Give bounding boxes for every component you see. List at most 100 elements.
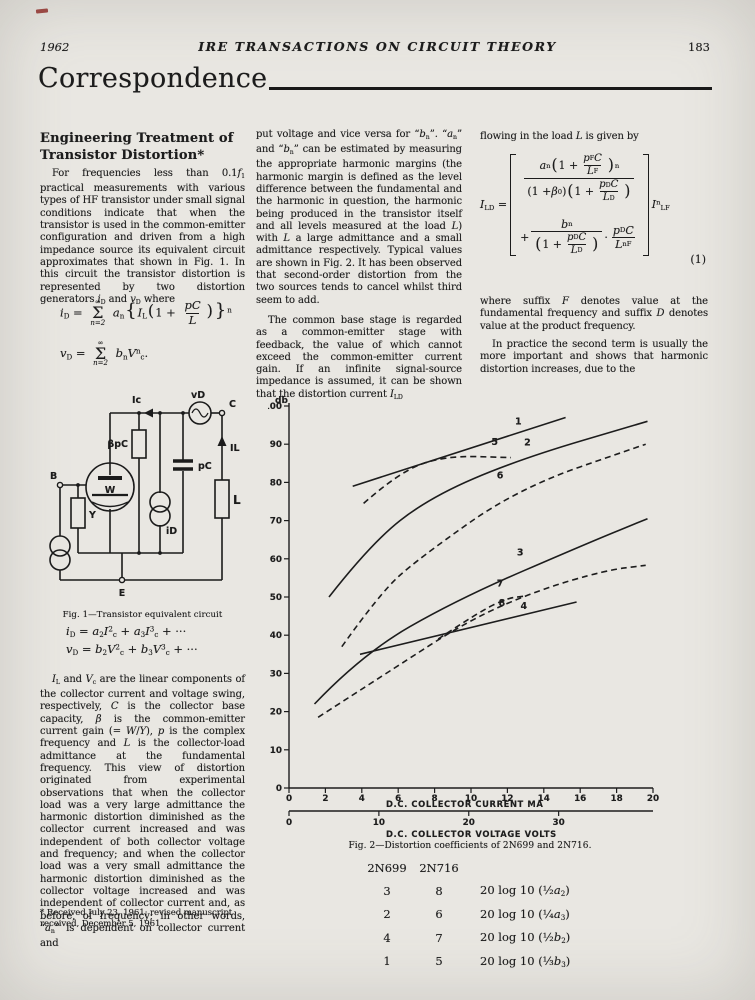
label-w: W xyxy=(105,485,116,496)
label-collector-current: Ic xyxy=(132,395,141,406)
col2-paragraph-2: The common base stage is regarded as a c… xyxy=(256,315,462,401)
ic-arrow-icon xyxy=(144,408,153,418)
col3-paragraph-1: where suffix F denotes value at the fund… xyxy=(480,296,708,332)
chart-curve-3 xyxy=(313,517,648,705)
circuit-nodes xyxy=(76,408,227,555)
fig1-caption: Fig. 1—Transistor equivalent circuit xyxy=(62,610,223,620)
table-header-row: 2N699 2N716 xyxy=(362,857,642,879)
y-tick-label: 100 xyxy=(268,402,282,412)
label-collector-terminal: C xyxy=(229,399,236,410)
x-tick-label: 18 xyxy=(610,794,622,804)
table-header-2n716: 2N716 xyxy=(419,861,459,875)
chart-curve-8 xyxy=(317,564,646,718)
circuit-wires xyxy=(49,401,230,581)
distortion-coefficients-table: 2N699 2N716 3 8 20 log 10 (½a2) 2 6 20 l… xyxy=(362,857,642,973)
col1-paragraph-2: IL and Vc are the linear components of t… xyxy=(40,674,245,949)
header-year: 1962 xyxy=(40,40,70,54)
chart-curve-7 xyxy=(437,595,524,640)
y-tick-label: 40 xyxy=(270,631,282,641)
table-formula: 20 log 10 (½a2) xyxy=(480,883,570,899)
curve-label-1: 1 xyxy=(515,416,522,427)
section-title: Correspondence xyxy=(38,63,268,94)
col3-intro-line: flowing in the load L is given by xyxy=(480,131,639,142)
table-cell: 2 xyxy=(383,907,391,922)
x-tick-label: 4 xyxy=(359,794,365,804)
y-tick-label: 60 xyxy=(270,555,282,565)
chart-curve-4 xyxy=(359,601,577,656)
label-id-source: iD xyxy=(166,526,177,537)
x-tick-label: 14 xyxy=(538,794,550,804)
col2-paragraph-1: put voltage and vice versa for “bn”. “an… xyxy=(256,129,462,306)
chart-curve-1 xyxy=(352,416,566,487)
table-row: 3 8 20 log 10 (½a2) xyxy=(362,879,642,903)
y-tick-label: 70 xyxy=(270,517,282,527)
col3-paragraph-2: In practice the second term is usually t… xyxy=(480,339,708,375)
x-tick-label: 10 xyxy=(465,794,477,804)
scan-artifact-mark xyxy=(35,8,49,14)
fig1-circuit-diagram: Ic vD C βpC pC IL W B Y iD L E xyxy=(49,390,241,599)
label-base-terminal: B xyxy=(50,471,57,482)
chart-curve-6 xyxy=(341,443,646,648)
fig2-distortion-chart: db10090807060504030201000246810121416182… xyxy=(268,396,659,839)
y-tick-label: 90 xyxy=(270,440,282,450)
equation-1-number: (1) xyxy=(690,253,706,266)
label-pc-capacitor: pC xyxy=(198,461,212,472)
y-tick-label: 10 xyxy=(270,746,282,756)
section-rule xyxy=(269,87,712,90)
table-row: 4 7 20 log 10 (½b2) xyxy=(362,926,642,950)
il-arrow-icon xyxy=(217,436,227,446)
curve-label-4: 4 xyxy=(520,601,527,612)
x2-tick-label: 0 xyxy=(286,818,292,828)
table-header-2n699: 2N699 xyxy=(367,861,407,875)
table-cell: 8 xyxy=(435,883,443,898)
x2-tick-label: 20 xyxy=(463,818,475,828)
label-load-current: IL xyxy=(230,443,240,454)
table-cell: 3 xyxy=(383,883,391,898)
circuit-terminals xyxy=(56,409,226,584)
label-beta-pc: βpC xyxy=(107,439,128,450)
table-row: 2 6 20 log 10 (¼a3) xyxy=(362,903,642,927)
journal-title: IRE TRANSACTIONS ON CIRCUIT THEORY xyxy=(198,39,557,54)
label-vd-source: vD xyxy=(191,390,205,401)
fig1-equation-1: iD = a2I2c + a3I3c + ··· xyxy=(66,624,187,640)
x-tick-label: 20 xyxy=(647,794,659,804)
label-y-resistor: Y xyxy=(88,510,96,521)
section-heading-row: Correspondence xyxy=(38,64,712,94)
label-emitter-terminal: E xyxy=(119,588,126,599)
x-tick-label: 8 xyxy=(432,794,438,804)
chart-curve-2 xyxy=(328,420,648,598)
y-tick-label: 0 xyxy=(276,784,282,794)
table-row: 1 5 20 log 10 (⅓b3) xyxy=(362,950,642,974)
curve-label-7: 7 xyxy=(497,578,504,589)
chart-curve-5 xyxy=(363,455,512,505)
label-load: L xyxy=(233,493,241,507)
x-tick-label: 6 xyxy=(395,794,401,804)
curve-label-8: 8 xyxy=(499,598,506,609)
header-page-number: 183 xyxy=(688,40,710,54)
table-formula: 20 log 10 (½b2) xyxy=(480,930,571,946)
y-tick-label: 30 xyxy=(270,669,282,679)
table-formula: 20 log 10 (⅓b3) xyxy=(480,953,571,969)
table-cell: 7 xyxy=(435,930,443,945)
table-cell: 4 xyxy=(383,930,391,945)
circuit-labels: Ic vD C βpC pC IL W B Y iD L E xyxy=(50,390,241,599)
y-tick-label: 80 xyxy=(270,478,282,488)
y-tick-label: 50 xyxy=(270,593,282,603)
x-tick-label: 12 xyxy=(501,794,513,804)
col1-paragraph-1: For frequencies less than 0.1f1 practica… xyxy=(40,168,245,306)
table-cell: 6 xyxy=(435,907,443,922)
curve-label-2: 2 xyxy=(524,438,531,449)
curve-label-6: 6 xyxy=(497,471,504,482)
x2-tick-label: 30 xyxy=(553,818,565,828)
x-tick-label: 16 xyxy=(574,794,586,804)
x-tick-label: 2 xyxy=(322,794,328,804)
table-cell: 1 xyxy=(383,954,391,969)
table-cell: 5 xyxy=(435,954,443,969)
x-axis-current-label: D.C. COLLECTOR CURRENT MA xyxy=(386,799,543,809)
